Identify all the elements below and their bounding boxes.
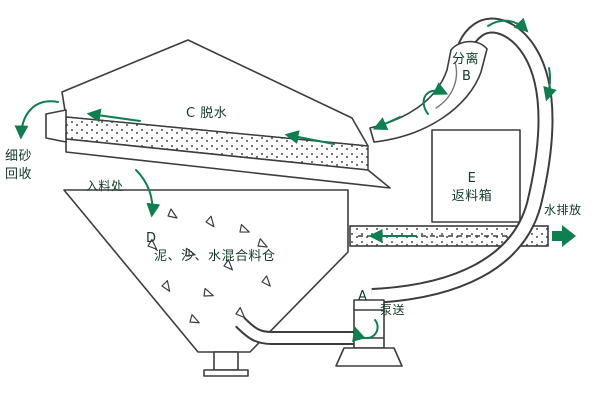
material-particles [147, 208, 271, 324]
bin-name-label: 泥、沙、水混合料仓 [154, 249, 276, 264]
flow-arrows [14, 17, 557, 342]
screen-flow-arrow-2 [284, 130, 335, 145]
feed-flow-arrow [135, 169, 161, 218]
return-pipe [349, 225, 549, 247]
separation-id-label: B [462, 69, 471, 84]
cyclone-separator [369, 40, 488, 143]
fine-sand-recovery-label-line1: 细砂 [5, 149, 32, 164]
bin-id-label: D [146, 231, 157, 246]
feed-inlet-label: 入料处 [86, 179, 124, 193]
pump-label: 泵送 [380, 302, 405, 317]
return-box-label: 返料箱 [452, 188, 493, 204]
screen-frame [65, 138, 391, 189]
return-box-id-label: E [468, 171, 477, 186]
pump-rotation-arrow [352, 319, 379, 342]
pump [335, 299, 403, 367]
separation-label: 分离 [452, 51, 479, 67]
pump-base [335, 347, 403, 367]
fine-sand-recovery-label-line2: 回收 [5, 167, 32, 182]
pipe-top-arrow [487, 17, 529, 33]
dewatering-screen [45, 39, 391, 189]
labels: C 脱水 分离 B 细砂 回收 入料处 D 泥、沙、水混合料仓 E 返料箱 水排… [5, 51, 582, 317]
cyclone-spiral-arrow [422, 82, 449, 115]
dewatering-label: C 脱水 [186, 106, 227, 121]
hopper-foot [203, 351, 249, 377]
recovery-flow-arrow [14, 100, 59, 140]
pipe-right-arrow [543, 67, 557, 102]
storage-hopper [63, 189, 349, 353]
cyclone-to-screen-arrow [372, 116, 401, 130]
pump-id-label: A [358, 289, 367, 304]
water-discharge-label: 水排放 [544, 202, 582, 217]
screen-flow-arrow-1 [86, 108, 141, 123]
water-discharge-arrow [552, 225, 576, 247]
return-box [431, 129, 521, 223]
discharge-chute [45, 109, 67, 143]
bottom-pipe [235, 317, 356, 345]
